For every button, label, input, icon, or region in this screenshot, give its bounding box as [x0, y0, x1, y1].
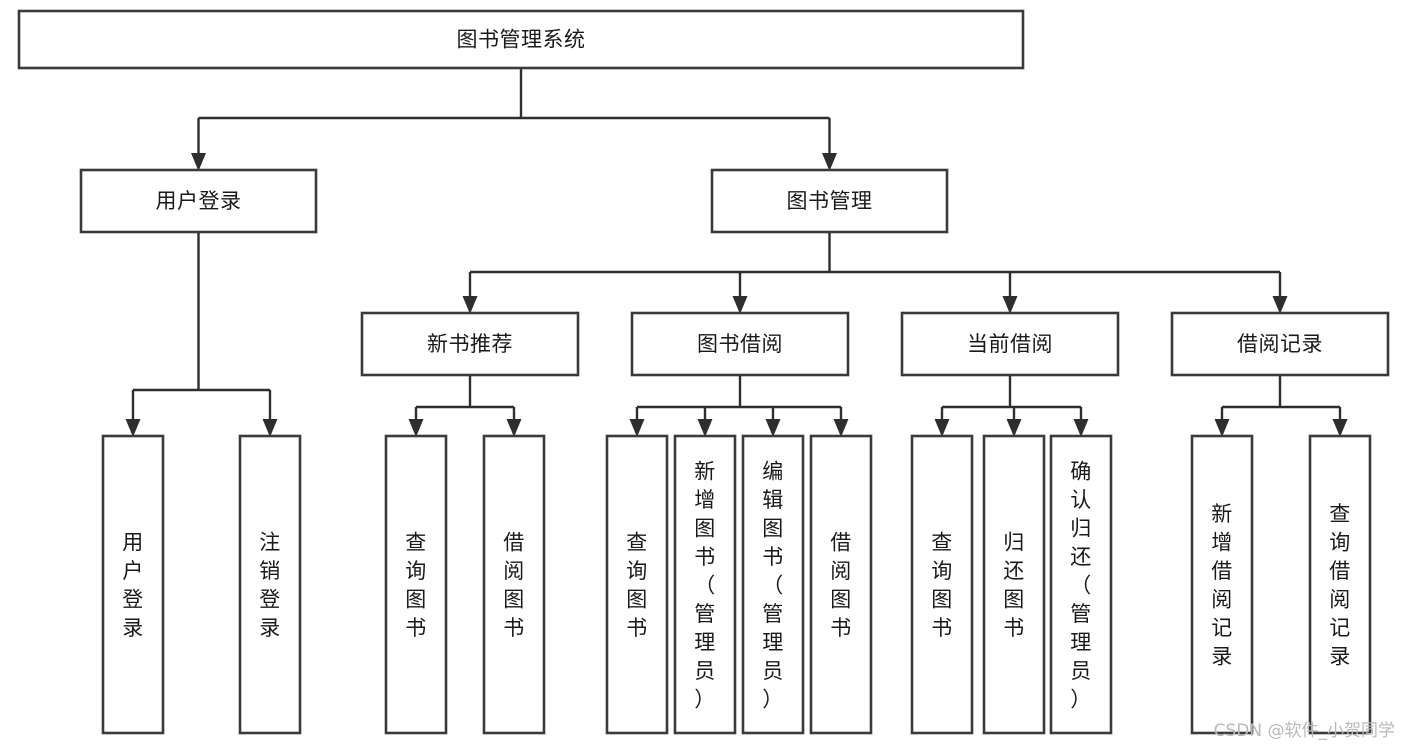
node-fn-query-book-2[interactable]: 查询图书 [605, 434, 669, 735]
arrowhead-icon [506, 419, 522, 437]
node-box-fn-query-book-3[interactable] [910, 434, 974, 735]
arrowhead-icon [1002, 296, 1018, 314]
node-label-fn-query-book-2: 查询图书 [626, 531, 648, 641]
arrowhead-icon [732, 296, 748, 314]
node-fn-borrow-book-2[interactable]: 借阅图书 [809, 434, 873, 735]
node-label-login: 用户登录 [156, 189, 242, 213]
node-box-current[interactable] [900, 311, 1120, 377]
edge-group-current [934, 375, 1089, 437]
edge-group-login [125, 232, 278, 437]
node-fn-query-book-1[interactable]: 查询图书 [384, 434, 448, 735]
node-label-bookmgmt: 图书管理 [787, 189, 873, 213]
node-fn-user-logout[interactable]: 注销登录 [238, 434, 302, 735]
node-box-fn-query-record[interactable] [1308, 434, 1372, 735]
watermark-label: CSDN @软件_小贺同学 [1213, 721, 1395, 741]
arrowhead-icon [765, 419, 781, 437]
node-box-borrow[interactable] [630, 311, 850, 377]
node-label-fn-borrow-book-2: 借阅图书 [830, 531, 852, 641]
arrowhead-icon [125, 419, 141, 437]
node-box-fn-add-book[interactable] [673, 434, 737, 735]
arrowhead-icon [1214, 419, 1230, 437]
arrowhead-icon [934, 419, 950, 437]
node-label-fn-confirm-return: 确认归还（管理员） [1070, 459, 1092, 711]
arrowhead-icon [1272, 296, 1288, 314]
node-label-borrow: 图书借阅 [697, 332, 783, 356]
edge-layer [125, 68, 1348, 437]
node-box-fn-user-login[interactable] [101, 434, 165, 735]
arrowhead-icon [697, 419, 713, 437]
node-fn-user-login[interactable]: 用户登录 [101, 434, 165, 735]
node-label-newbook: 新书推荐 [427, 332, 513, 356]
node-label-fn-borrow-book-1: 借阅图书 [503, 531, 525, 641]
node-login[interactable]: 用户登录 [79, 168, 318, 234]
node-label-fn-edit-book: 编辑图书（管理员） [762, 459, 784, 711]
edge-group-bookmgmt [462, 232, 1288, 314]
node-fn-add-record[interactable]: 新增借阅记录 [1190, 434, 1254, 735]
arrowhead-icon [1006, 419, 1022, 437]
arrowhead-icon [1073, 419, 1089, 437]
arrowhead-icon [408, 419, 424, 437]
node-box-fn-query-book-2[interactable] [605, 434, 669, 735]
node-bookmgmt[interactable]: 图书管理 [710, 168, 949, 234]
node-label-fn-query-book-3: 查询图书 [931, 531, 953, 641]
node-fn-add-book[interactable]: 新增图书（管理员） [673, 434, 737, 735]
arrowhead-icon [822, 153, 837, 171]
node-borrow[interactable]: 图书借阅 [630, 311, 850, 377]
edge-group-newbook [408, 375, 522, 437]
node-label-current: 当前借阅 [967, 332, 1053, 356]
node-label-records: 借阅记录 [1237, 332, 1323, 356]
node-label-fn-user-login: 用户登录 [122, 531, 144, 641]
node-box-fn-query-book-1[interactable] [384, 434, 448, 735]
arrowhead-icon [462, 296, 478, 314]
node-box-login[interactable] [79, 168, 318, 234]
node-fn-confirm-return[interactable]: 确认归还（管理员） [1049, 434, 1113, 735]
edge-group-borrow [629, 375, 849, 437]
node-label-fn-user-logout: 注销登录 [259, 531, 281, 641]
node-box-root[interactable] [17, 9, 1025, 70]
node-box-bookmgmt[interactable] [710, 168, 949, 234]
node-label-fn-query-record: 查询借阅记录 [1329, 502, 1351, 669]
arrowhead-icon [833, 419, 849, 437]
node-fn-borrow-book-1[interactable]: 借阅图书 [482, 434, 546, 735]
node-box-fn-return-book[interactable] [982, 434, 1046, 735]
node-label-fn-add-record: 新增借阅记录 [1211, 502, 1233, 669]
node-label-root: 图书管理系统 [457, 28, 586, 52]
node-box-fn-borrow-book-2[interactable] [809, 434, 873, 735]
edge-group-records [1214, 375, 1348, 437]
arrowhead-icon [1332, 419, 1348, 437]
arrowhead-icon [191, 153, 206, 171]
node-fn-return-book[interactable]: 归还图书 [982, 434, 1046, 735]
node-box-newbook[interactable] [360, 311, 580, 377]
node-box-fn-user-logout[interactable] [238, 434, 302, 735]
node-fn-edit-book[interactable]: 编辑图书（管理员） [741, 434, 805, 735]
node-label-fn-query-book-1: 查询图书 [405, 531, 427, 641]
arrowhead-icon [262, 419, 278, 437]
node-label-fn-return-book: 归还图书 [1003, 531, 1025, 641]
arrowhead-icon [629, 419, 645, 437]
node-fn-query-record[interactable]: 查询借阅记录 [1308, 434, 1372, 735]
node-box-fn-borrow-book-1[interactable] [482, 434, 546, 735]
node-current[interactable]: 当前借阅 [900, 311, 1120, 377]
node-newbook[interactable]: 新书推荐 [360, 311, 580, 377]
node-box-fn-confirm-return[interactable] [1049, 434, 1113, 735]
node-box-records[interactable] [1170, 311, 1390, 377]
edge-group-root [191, 68, 837, 171]
node-root[interactable]: 图书管理系统 [17, 9, 1025, 70]
node-box-fn-add-record[interactable] [1190, 434, 1254, 735]
node-box-fn-edit-book[interactable] [741, 434, 805, 735]
node-label-fn-add-book: 新增图书（管理员） [694, 459, 716, 711]
node-fn-query-book-3[interactable]: 查询图书 [910, 434, 974, 735]
node-layer: 图书管理系统用户登录图书管理新书推荐图书借阅当前借阅借阅记录用户登录注销登录查询… [17, 9, 1390, 735]
node-records[interactable]: 借阅记录 [1170, 311, 1390, 377]
